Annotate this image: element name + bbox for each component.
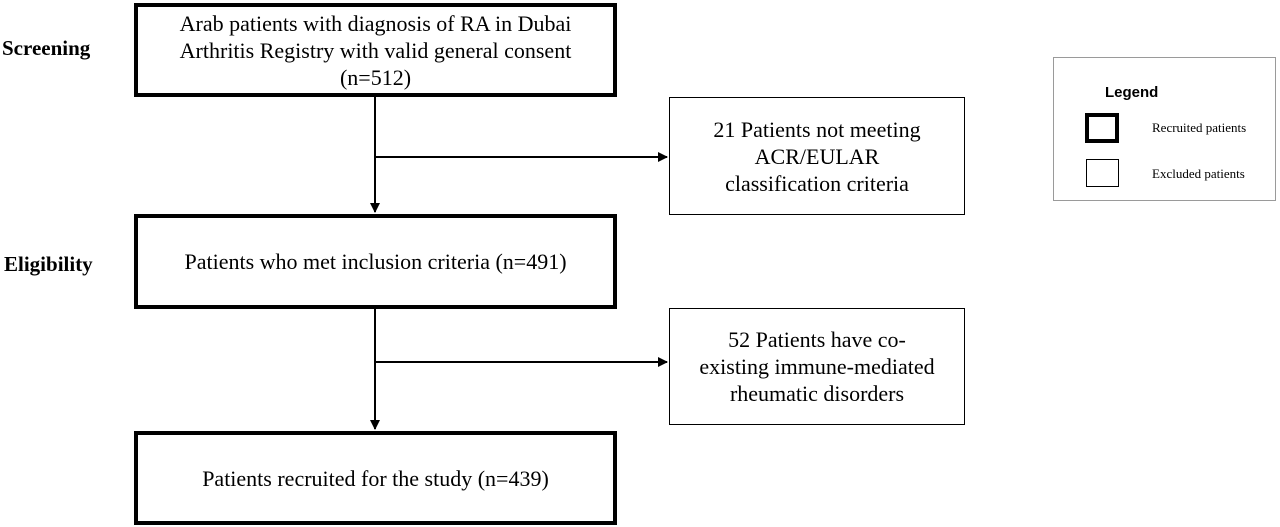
legend-swatch-excluded [1086,159,1119,187]
legend-title: Legend [1105,84,1159,101]
screening-box-line: Arab patients with diagnosis of RA in Du… [179,10,572,36]
eligibility-box: Patients who met inclusion criteria (n=4… [134,214,617,309]
screening-box: Arab patients with diagnosis of RA in Du… [134,3,617,97]
recruited-box-line: Patients recruited for the study (n=439) [202,465,549,491]
legend-swatch-recruited [1085,113,1119,143]
screening-box-line: Arthritis Registry with valid general co… [179,37,572,63]
exclusion-box-2-line: 52 Patients have co- [728,327,906,352]
exclusion-box-2: 52 Patients have co- existing immune-med… [669,308,965,425]
legend-label-excluded: Excluded patients [1152,166,1245,181]
stage-label-eligibility: Eligibility [4,252,93,276]
legend-label-recruited: Recruited patients [1152,120,1247,135]
stage-label-screening: Screening [2,36,91,60]
exclusion-box-1-line: 21 Patients not meeting [713,116,921,142]
screening-box-line: (n=512) [339,64,412,90]
legend: Legend Recruited patients Excluded patie… [1053,57,1276,201]
exclusion-box-1-line: classification criteria [725,170,909,196]
exclusion-box-1-line: ACR/EULAR [754,143,880,169]
exclusion-box-2-line: existing immune-mediated [699,354,935,379]
exclusion-box-1: 21 Patients not meeting ACR/EULAR classi… [669,97,965,215]
exclusion-box-2-line: rheumatic disorders [729,381,905,406]
recruited-box: Patients recruited for the study (n=439) [134,431,617,525]
eligibility-box-line: Patients who met inclusion criteria (n=4… [184,249,567,274]
